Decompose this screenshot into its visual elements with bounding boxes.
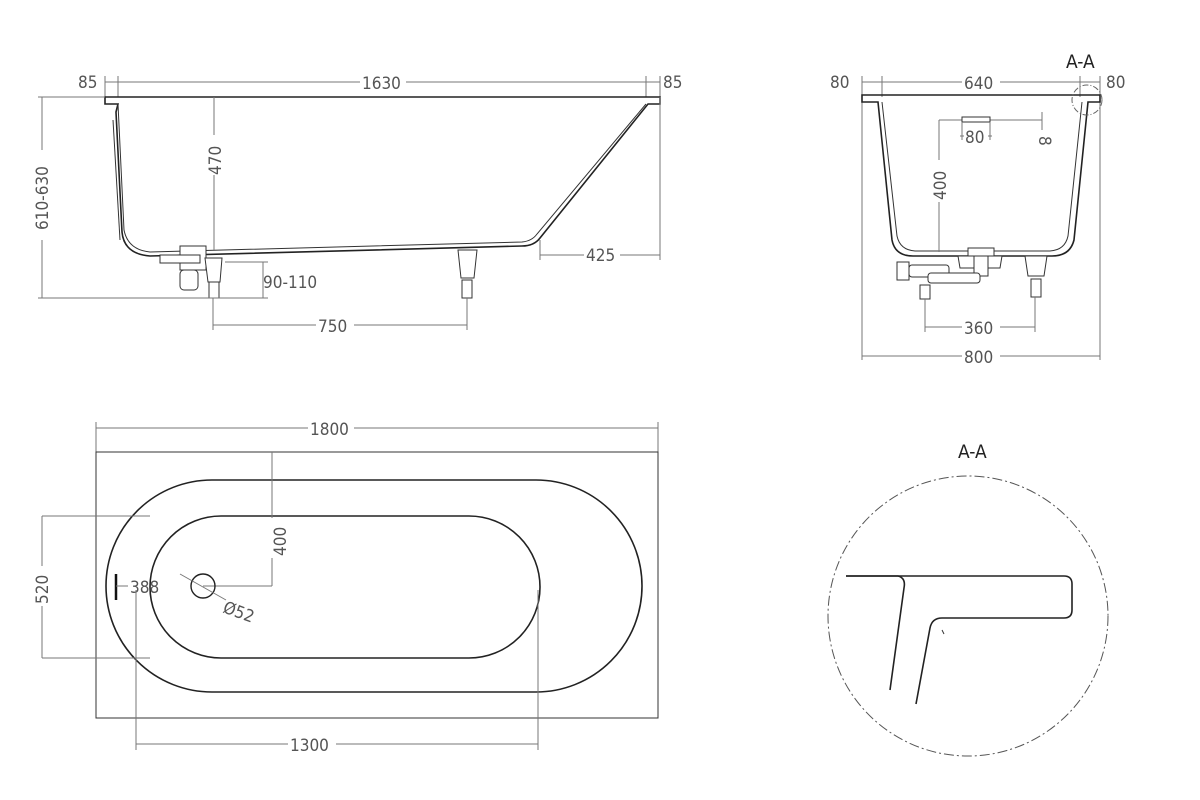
dim-leg-spacing: 750 [318,317,347,337]
dim-slope-offset: 425 [586,246,615,266]
dim-overflow-thickness: 8 [1034,136,1054,146]
dim-end-leg-spacing: 360 [964,319,993,339]
dim-overflow-height: 400 [931,171,951,200]
dim-overall-width: 800 [964,348,993,368]
dim-overall-length: 1800 [310,420,349,440]
dim-drain-offset: 388 [130,578,159,598]
dim-drain-diameter: Ø52 [220,598,256,628]
dim-end-left-rim: 80 [830,73,849,93]
dim-end-right-rim: 80 [1106,73,1125,93]
detail-marker [1071,84,1103,116]
dim-length: 1630 [362,74,401,94]
dim-inner-width-plan: 520 [33,575,53,604]
drain-hole [190,573,216,599]
dim-left-rim: 85 [78,73,97,93]
detail-label: A-A [958,441,987,463]
dim-right-rim: 85 [663,73,682,93]
dim-inner-length: 1300 [290,736,329,756]
dim-drain-to-edge: 400 [271,527,291,556]
dim-leg-adjust: 90-110 [263,273,317,293]
dim-overflow-width: 80 [965,128,984,148]
plan-view: 1800 520 400 388 Ø52 1300 [32,418,659,756]
dim-inner-width: 640 [964,74,993,94]
dim-height: 610-630 [33,166,53,230]
dim-depth: 470 [206,146,226,175]
detail-view: A-A [827,441,1109,757]
end-view: A-A 80 640 80 80 8 400 360 [830,51,1125,368]
section-label: A-A [1066,51,1095,73]
side-view: 85 1630 85 610-630 470 425 90-110 750 [32,72,682,337]
